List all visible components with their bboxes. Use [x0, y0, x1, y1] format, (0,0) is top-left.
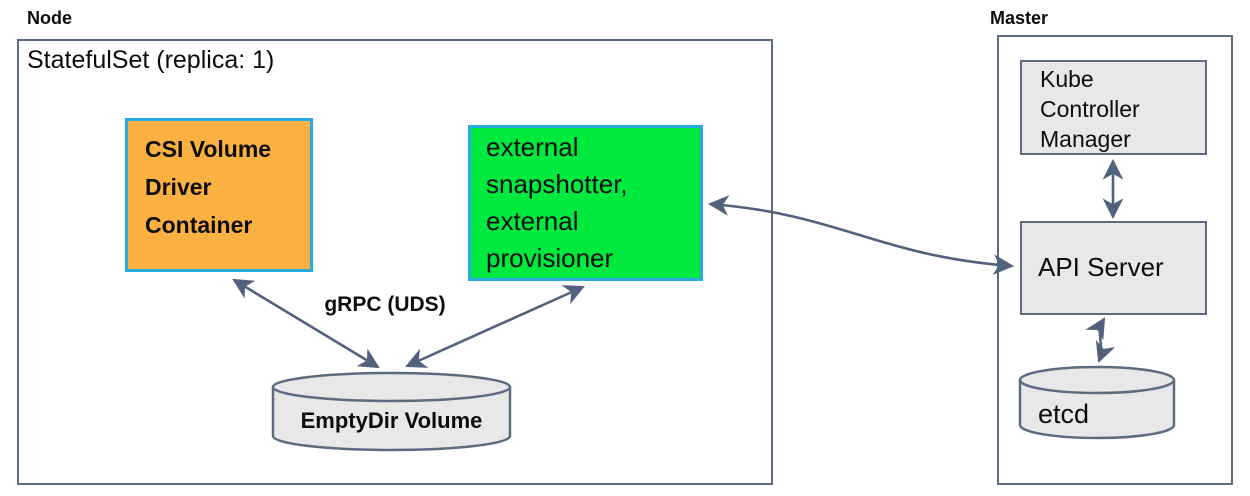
kube-controller-manager-label: Kube Controller Manager [1040, 66, 1140, 152]
etcd-label: etcd [1038, 399, 1090, 429]
api-server-box [1020, 221, 1207, 315]
node-section-label: Node [27, 8, 72, 28]
csi-volume-driver-label: CSI Volume Driver Container [145, 136, 272, 238]
api-server-label: API Server [1038, 252, 1164, 282]
kube-controller-manager-box [1020, 60, 1207, 155]
csi-volume-driver-box [125, 118, 313, 272]
master-section-label: Master [990, 8, 1049, 28]
emptydir-volume-label: EmptyDir Volume [300, 408, 483, 433]
external-sidecars-label: external snapshotter, external provision… [486, 132, 628, 273]
grpc-uds-label: gRPC (UDS) [324, 293, 446, 316]
statefulset-label: StatefulSet (replica: 1) [27, 46, 275, 74]
external-sidecars-box [468, 125, 703, 281]
